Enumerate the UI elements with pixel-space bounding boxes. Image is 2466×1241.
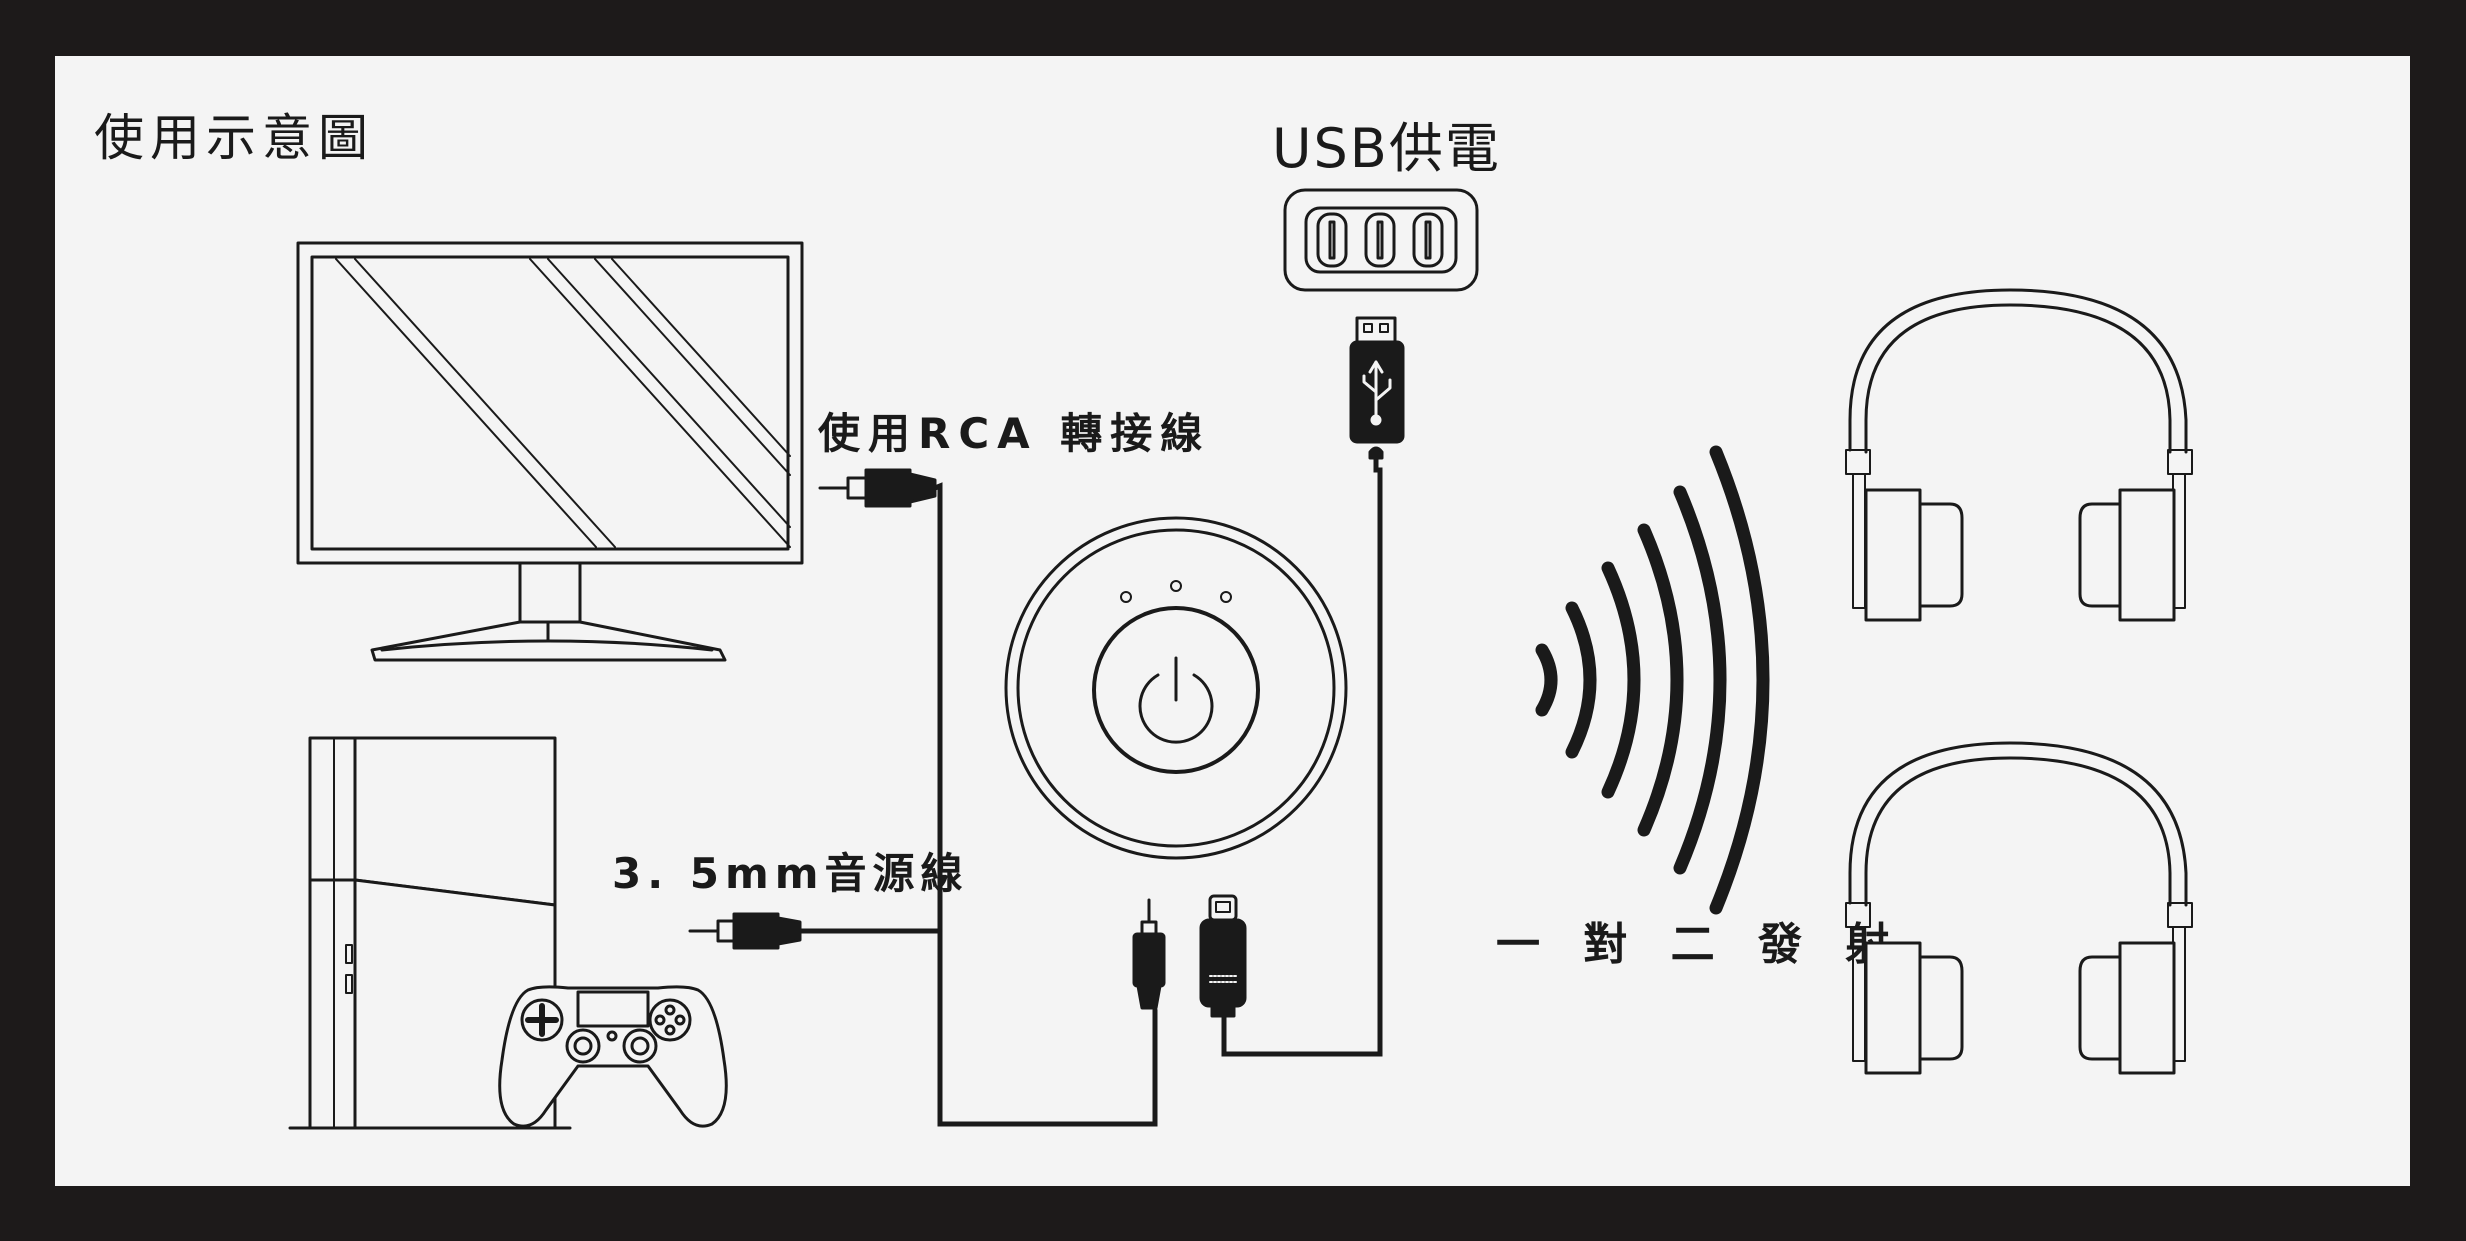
headphones-top-icon	[1845, 288, 2193, 622]
usb-plug-icon	[1349, 316, 1405, 460]
cable-lines	[797, 455, 1383, 1127]
rca-plug-icon	[818, 468, 937, 508]
game-controller-icon	[498, 985, 728, 1128]
aux-cable-label: 3. 5mm音源線	[612, 849, 969, 898]
headphones-bottom-icon	[1845, 741, 2193, 1075]
power-button-icon	[1138, 656, 1214, 744]
rca-cable-label: 使用RCA 轉接線	[818, 409, 1211, 458]
usb-power-socket-icon	[1283, 188, 1479, 292]
diagram-title: 使用示意圖	[94, 109, 374, 167]
tv-monitor-icon	[296, 241, 804, 662]
transmit-label: 一 對 二 發 射	[1496, 919, 1904, 970]
aux-plug-icon	[688, 912, 802, 950]
usb-power-label: USB供電	[1272, 117, 1501, 180]
aux-plug-transmitter-icon	[1132, 898, 1166, 1010]
micro-usb-plug-icon	[1199, 894, 1247, 1018]
wireless-signal-icon	[1535, 445, 1770, 915]
